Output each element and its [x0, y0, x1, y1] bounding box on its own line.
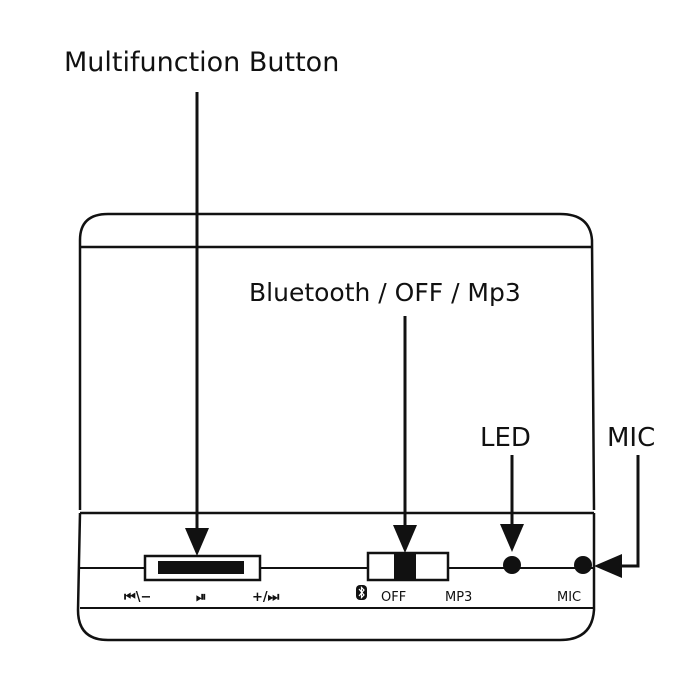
mode-switch-callout: Bluetooth / OFF / Mp3 — [249, 278, 521, 307]
off-position-label: OFF — [381, 590, 406, 605]
speaker-body — [76, 212, 596, 642]
mode-switch-arrow — [393, 316, 417, 553]
bluetooth-icon — [356, 585, 367, 600]
mic-hole — [574, 556, 592, 574]
speaker-bottom-band — [76, 512, 596, 642]
mp3-position-label: MP3 — [445, 590, 472, 605]
mic-arrow — [594, 455, 640, 578]
led-callout: LED — [480, 423, 531, 453]
multifunction-button-callout: Multifunction Button — [64, 47, 339, 78]
volume-up-next-label: +/⏭ — [252, 590, 280, 605]
led-arrow — [500, 455, 524, 552]
multifunction-button-key — [158, 561, 244, 574]
multifunction-arrow — [185, 92, 209, 556]
prev-volume-down-label: ⏮\− — [124, 590, 151, 605]
mode-switch-knob — [394, 553, 416, 580]
speaker-top-shell — [78, 212, 596, 511]
mic-panel-label: MIC — [557, 590, 581, 605]
play-pause-label: ⏯ — [196, 590, 206, 605]
mic-callout: MIC — [607, 423, 655, 453]
mode-switch[interactable] — [366, 551, 450, 582]
led-indicator — [503, 556, 521, 574]
multifunction-button[interactable] — [143, 554, 262, 582]
